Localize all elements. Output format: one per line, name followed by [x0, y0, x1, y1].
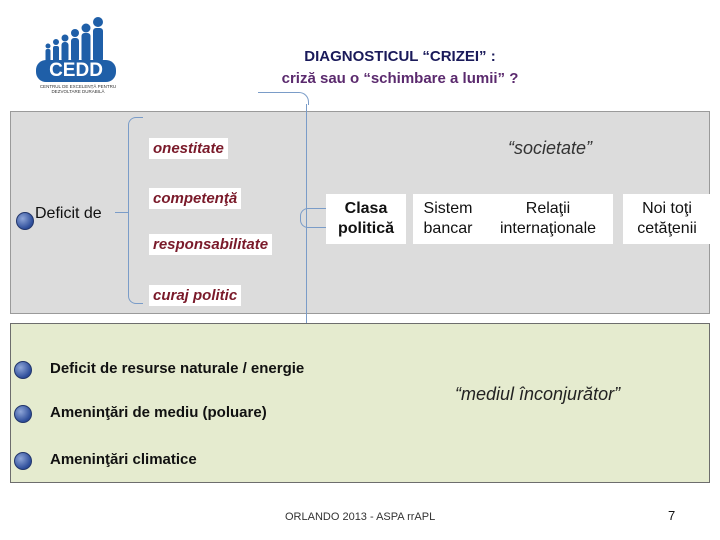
items-bracket — [128, 117, 143, 304]
bullet-icon — [14, 361, 32, 379]
cedd-logo-icon — [45, 17, 103, 62]
deficit-label: Deficit de — [35, 205, 102, 222]
societate-label: “societate” — [508, 138, 593, 158]
items-right-bracket — [300, 208, 327, 228]
bracket-top — [258, 92, 309, 105]
deficit-connector — [115, 212, 129, 213]
env-item-resurse: Deficit de resurse naturale / energie — [50, 360, 305, 377]
mediu-label: “mediul înconjurător” — [455, 384, 621, 404]
page-number: 7 — [668, 508, 676, 523]
env-item-climatice: Ameninţări climatice — [50, 451, 197, 468]
bullet-icon — [14, 452, 32, 470]
footer-text: ORLANDO 2013 - ASPA rrAPL — [285, 511, 436, 523]
box-clasa-politica: Clasa politică — [326, 194, 406, 244]
item-curaj-politic: curaj politic — [149, 285, 242, 306]
box-noi-toti-cetatenii: Noi toţi cetăţenii — [623, 194, 711, 244]
item-onestitate: onestitate — [149, 138, 228, 159]
environment-panel — [10, 323, 710, 483]
env-item-poluare: Ameninţări de mediu (poluare) — [50, 404, 267, 421]
bullet-icon — [16, 212, 34, 230]
item-competenta: competenţă — [149, 188, 242, 209]
bullet-icon — [14, 405, 32, 423]
box-sistem-bancar: Sistem bancar — [413, 194, 483, 244]
box-relatii-internationale: Relaţii internaţionale — [483, 194, 613, 244]
item-responsabilitate: responsabilitate — [149, 234, 273, 255]
page-title: DIAGNOSTICUL “CRIZEI” : — [304, 48, 496, 65]
logo-text: CEDD — [36, 60, 116, 82]
page-subtitle: criză sau o “schimbare a lumii” ? — [281, 70, 519, 87]
logo-subtitle: CENTRUL DE EXCELENȚĂ PENTRU DEZVOLTARE D… — [39, 84, 117, 94]
